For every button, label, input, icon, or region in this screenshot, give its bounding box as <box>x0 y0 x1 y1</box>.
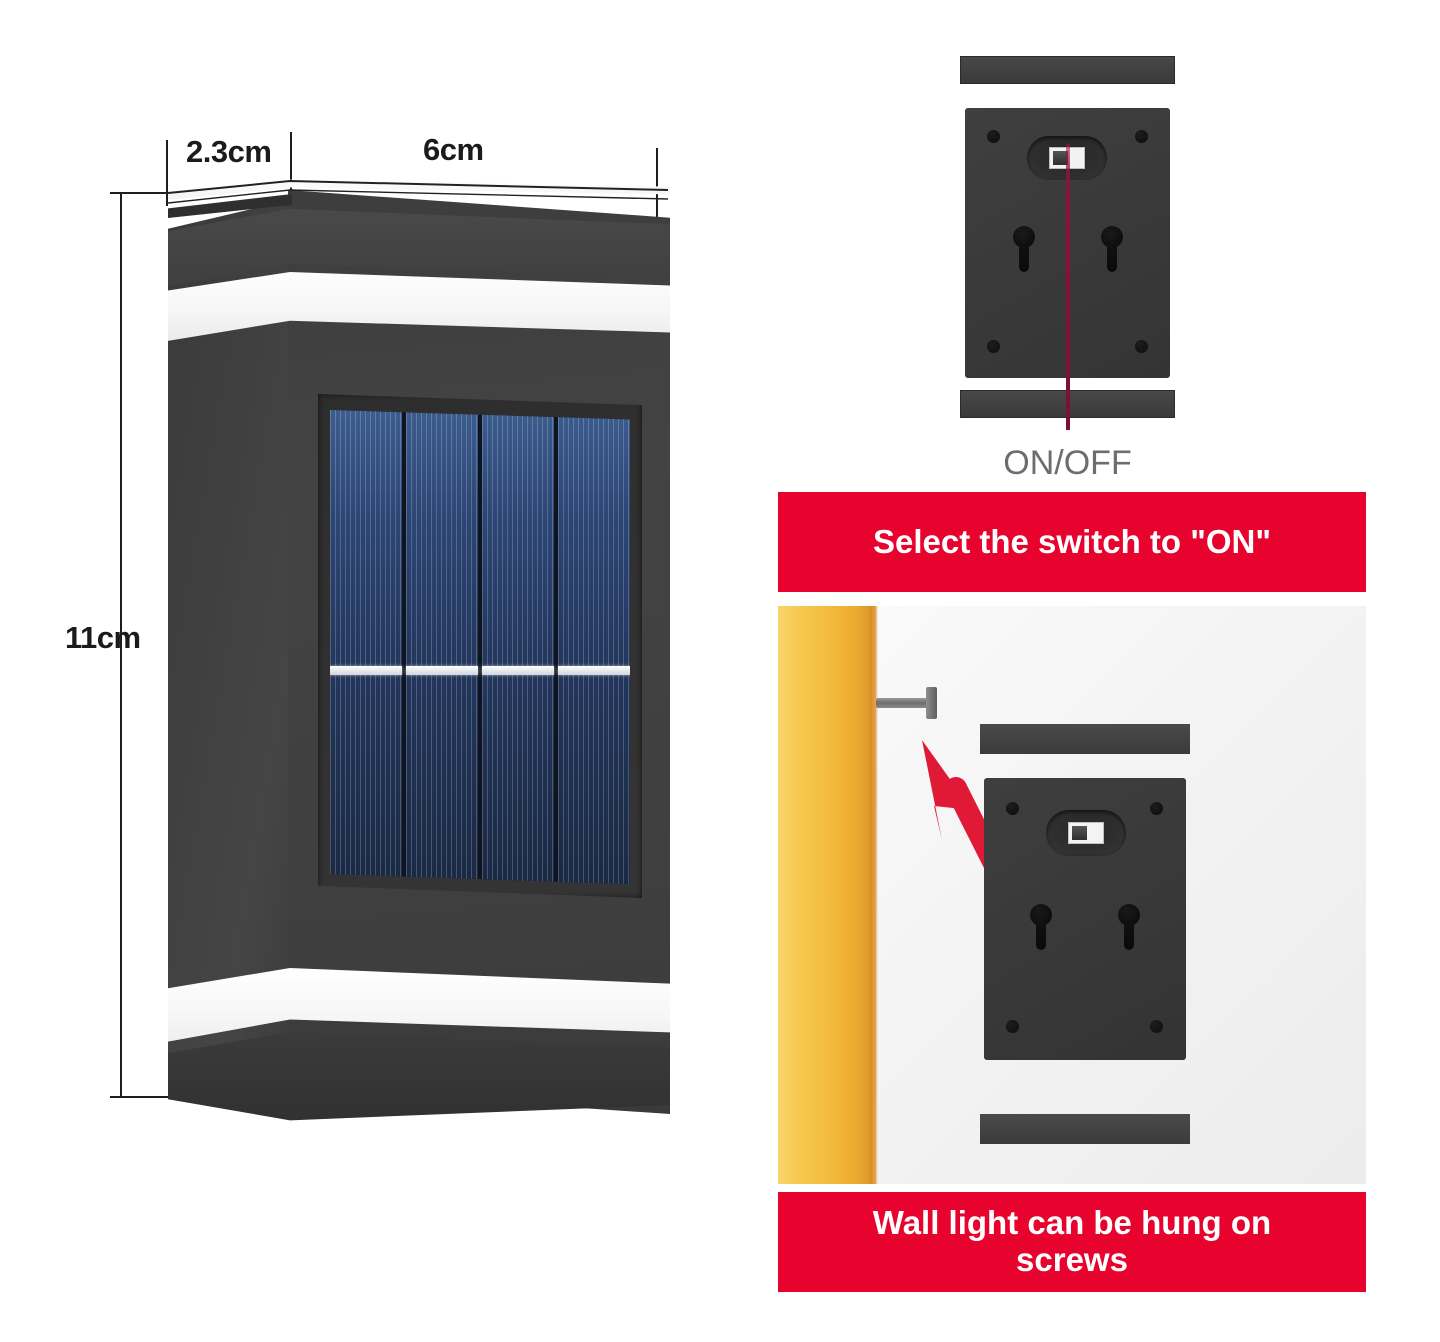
keyhole-slot <box>1101 226 1123 272</box>
lamp-cap-outline <box>168 179 669 204</box>
installation-instruction-card: Select the switch to "ON" <box>778 492 1366 1292</box>
solar-cell <box>482 410 554 884</box>
width-dimension-label: 6cm <box>423 132 484 167</box>
lamp-lower-dark-band <box>168 1032 670 1121</box>
keyhole-round <box>1101 226 1123 248</box>
solar-cell <box>406 410 478 884</box>
backplate-top-bar <box>960 56 1175 84</box>
screw-hole <box>1006 1020 1019 1033</box>
bottom-instruction-banner: Wall light can be hung on screws <box>778 1192 1366 1292</box>
screw-hole <box>1135 340 1148 353</box>
switch-pointer-line <box>1066 144 1070 430</box>
wall-surface <box>778 606 878 1184</box>
wall-edge <box>870 606 876 1184</box>
keyhole-slot <box>1013 226 1035 272</box>
keyhole-slot-shaft <box>1124 920 1134 950</box>
product-dimension-view: 2.3cm 6cm 11cm <box>65 132 670 1126</box>
switch-toggle[interactable] <box>1072 826 1087 840</box>
solar-cell <box>558 410 630 884</box>
keyhole-round <box>1013 226 1035 248</box>
screw-hole <box>1150 802 1163 815</box>
height-dimension-label: 11cm <box>65 620 141 655</box>
keyhole-slot <box>1030 904 1052 950</box>
solar-cell <box>330 410 402 884</box>
lamp-body <box>168 176 670 1126</box>
keyhole-slot-shaft <box>1107 242 1117 272</box>
mounting-screw-head <box>926 687 937 719</box>
keyhole-slot-shaft <box>1019 242 1029 272</box>
keyhole-round <box>1118 904 1140 926</box>
mounting-screw <box>876 698 930 708</box>
switch-recess <box>1046 810 1126 856</box>
screw-hole <box>1135 130 1148 143</box>
height-dimension-line <box>120 192 122 1098</box>
height-tick-bottom <box>110 1096 188 1098</box>
depth-dimension-label: 2.3cm <box>186 134 272 169</box>
screw-hole <box>1006 802 1019 815</box>
switch-toggle[interactable] <box>1053 151 1068 165</box>
mounted-top-bar <box>980 724 1190 754</box>
power-switch[interactable] <box>1068 822 1104 844</box>
keyhole-slot <box>1118 904 1140 950</box>
keyhole-round <box>1030 904 1052 926</box>
lamp-side-face <box>168 200 290 1100</box>
dimension-tick-left <box>166 140 168 206</box>
mounted-backplate-figure <box>976 724 1194 1144</box>
solar-panel-cells <box>330 410 630 884</box>
height-tick-top <box>110 192 188 194</box>
backplate-figure: ON/OFF <box>955 52 1180 482</box>
screw-hole <box>1150 1020 1163 1033</box>
on-off-label: ON/OFF <box>1003 444 1132 482</box>
wall-mount-illustration <box>778 606 1366 1184</box>
keyhole-slot-shaft <box>1036 920 1046 950</box>
mounted-backplate-body <box>984 778 1186 1060</box>
screw-hole <box>987 340 1000 353</box>
top-instruction-banner: Select the switch to "ON" <box>778 492 1366 592</box>
solar-panel-frame <box>318 394 642 898</box>
screw-hole <box>987 130 1000 143</box>
mounted-bottom-bar <box>980 1114 1190 1144</box>
